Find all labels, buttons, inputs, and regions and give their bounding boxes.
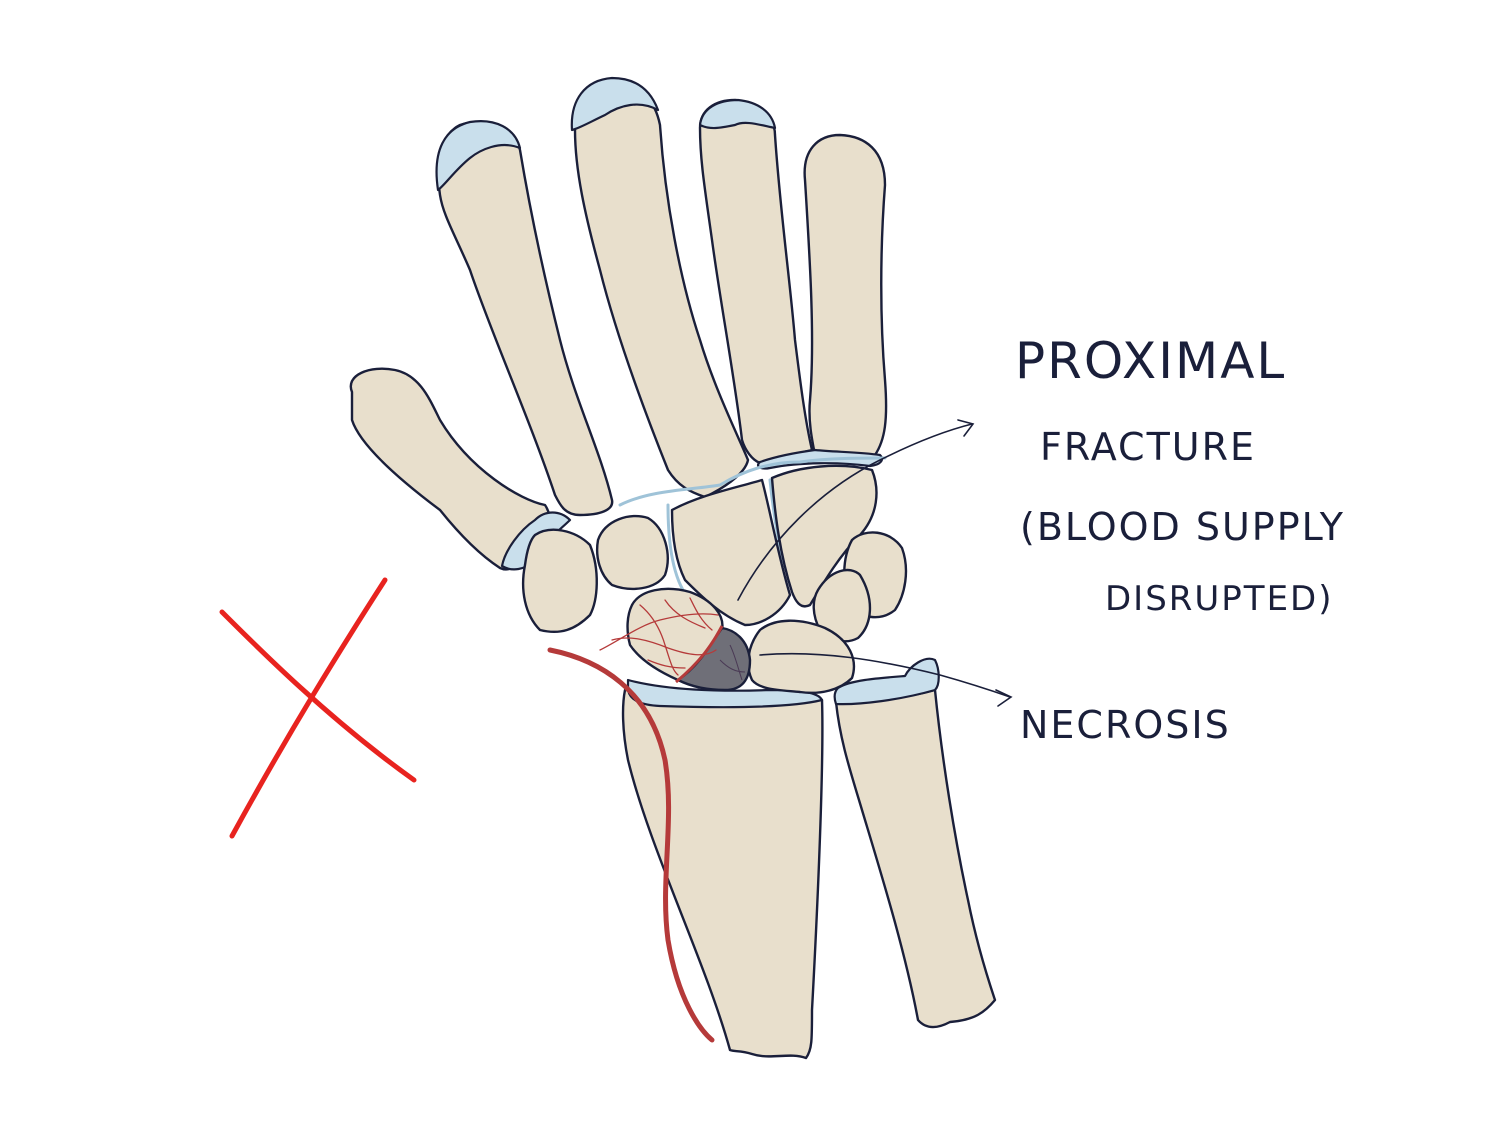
label-disrupted: DISRUPTED) xyxy=(1105,579,1334,619)
label-proximal: PROXIMAL xyxy=(1015,332,1286,390)
triquetrum xyxy=(812,568,872,643)
capitate xyxy=(670,478,792,627)
trapezoid xyxy=(596,514,669,591)
label-blood-supply: (BLOOD SUPPLY xyxy=(1020,505,1345,549)
carpal-bones xyxy=(521,456,908,694)
red-x-cross-icon xyxy=(219,577,417,839)
trapezium xyxy=(521,528,598,634)
radius-bone xyxy=(621,678,824,1060)
radial-artery xyxy=(547,647,715,1043)
metacarpal-middle xyxy=(570,76,750,499)
label-necrosis: NECROSIS xyxy=(1020,703,1231,747)
label-fracture: FRACTURE xyxy=(1040,425,1256,469)
label-arrows xyxy=(737,419,1013,707)
hamate xyxy=(770,464,878,608)
ulna-bone xyxy=(833,657,997,1029)
metacarpal-index xyxy=(435,120,614,517)
lunate xyxy=(747,619,856,694)
